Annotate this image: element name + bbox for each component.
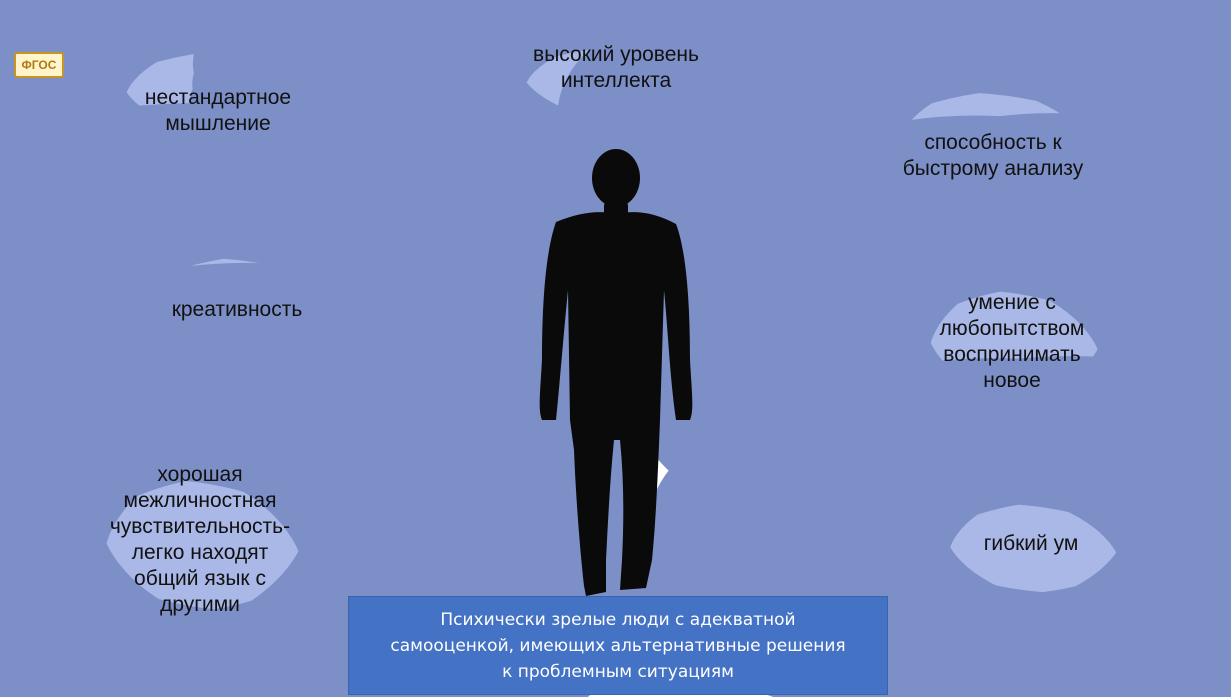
cloud-label-nonstandard-thinking: нестандартное мышление [144,86,292,135]
cloud-label-flexible-mind: гибкий ум [983,532,1079,555]
cloud-label-curiosity: умение с любопытством воспринимать новое [939,291,1085,392]
caption-box: Психически зрелые люди с адекватной само… [348,596,888,695]
cloud-label-creativity: креативность [171,298,303,321]
cloud-label-high-intellect: высокий уровень интеллекта [533,43,699,92]
man-silhouette [539,149,693,596]
fgos-badge: ФГОС [14,52,64,78]
cloud-label-interpersonal-sensitivity: хорошая межличностная чувствительность- … [109,463,291,616]
cloud-label-fast-analysis: способность к быстрому анализу [902,131,1084,180]
